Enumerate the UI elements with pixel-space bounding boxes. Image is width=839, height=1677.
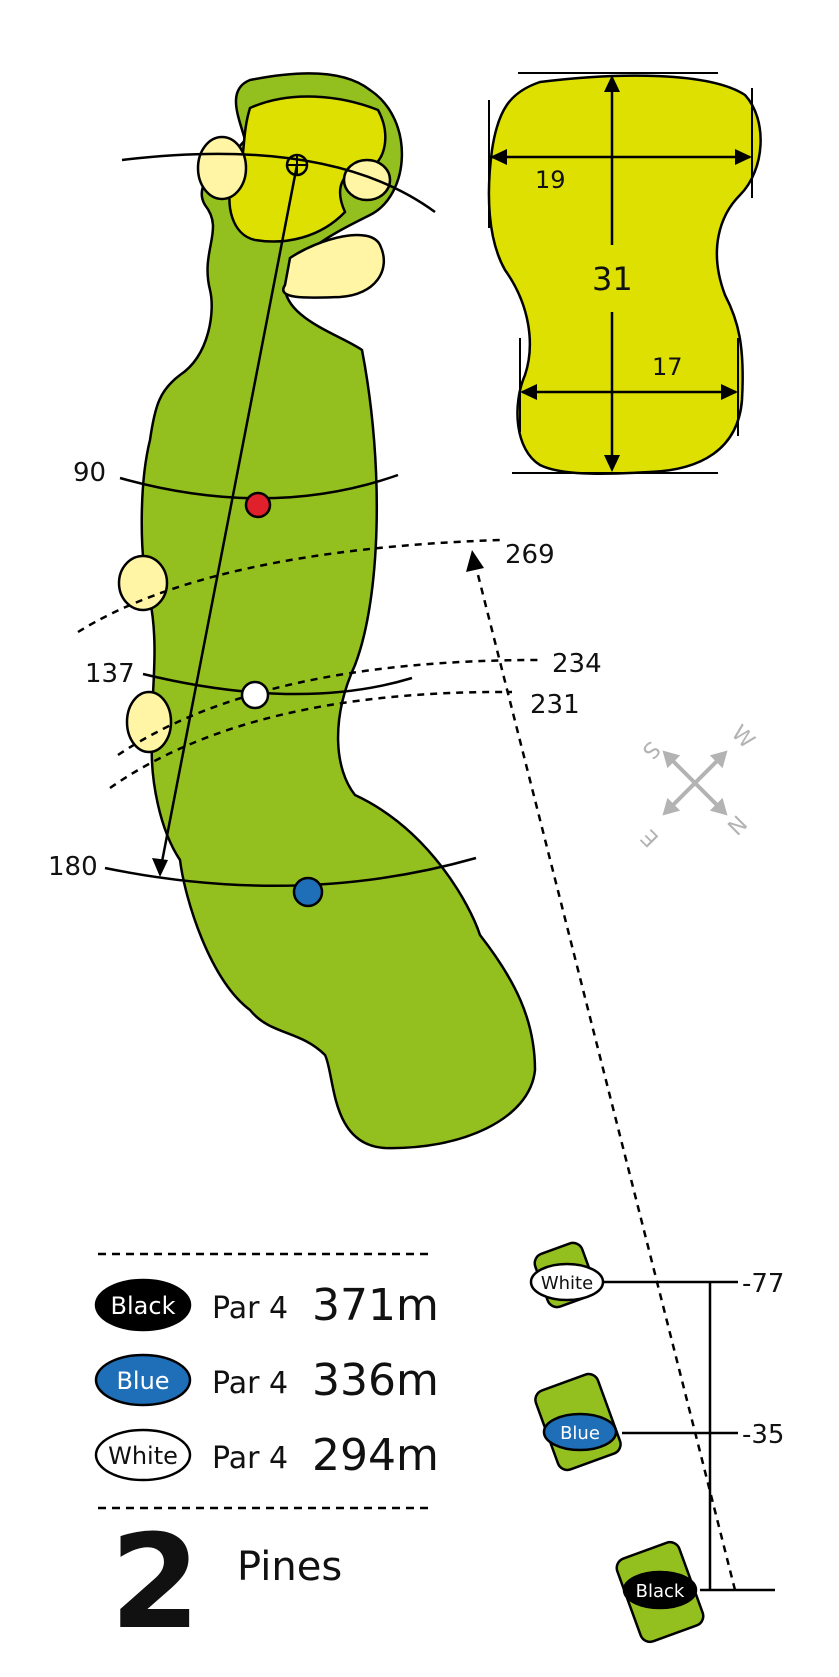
legend-length-blue: 336m [312, 1355, 439, 1406]
green-width-back: 17 [652, 353, 683, 381]
compass-e: E [637, 824, 665, 852]
green-detail: 19 31 17 [487, 72, 762, 475]
bunker [282, 233, 386, 299]
play-line-arrowhead [152, 858, 168, 877]
bunker [196, 135, 248, 201]
marker-white [240, 680, 270, 710]
offset-blue: -35 [742, 1420, 784, 1450]
dist-234: 234 [552, 649, 602, 679]
bunker [125, 690, 173, 754]
dist-231: 231 [530, 690, 580, 720]
tee-marker-white [529, 1262, 605, 1302]
green-width-front: 19 [535, 166, 566, 194]
dist-137: 137 [85, 659, 135, 689]
offset-white: -77 [742, 1269, 784, 1299]
legend-par-white: Par 4 [212, 1441, 288, 1476]
compass-s: S [637, 736, 665, 764]
fairway [140, 72, 537, 1150]
dist-90: 90 [73, 458, 106, 488]
dist-180: 180 [48, 852, 98, 882]
drive-line-arrowhead [466, 550, 484, 572]
tee-marker-blue-label: Blue [560, 1423, 600, 1444]
legend-length-black: 371m [312, 1280, 439, 1331]
marker-red [244, 491, 272, 519]
legend-row-white: White Par 4 294m [94, 1428, 439, 1482]
legend-tee-white: White [108, 1442, 178, 1470]
legend-row-black: Black Par 4 371m [94, 1278, 439, 1332]
green-length: 31 [592, 260, 633, 298]
compass-icon [662, 750, 728, 816]
legend-row-blue: Blue Par 4 336m [94, 1353, 439, 1407]
arc-137 [142, 672, 413, 696]
arc-269 [77, 538, 501, 634]
bunker [117, 554, 169, 612]
legend-tee-black: Black [111, 1292, 176, 1320]
dist-269: 269 [505, 540, 555, 570]
compass-n: N [724, 812, 753, 841]
marker-blue [292, 876, 324, 908]
legend-par-black: Par 4 [212, 1291, 288, 1326]
legend-tee-blue: Blue [116, 1367, 169, 1395]
tee-marker-black-label: Black [636, 1581, 685, 1602]
arc-green [121, 152, 436, 214]
green-shape [487, 74, 762, 475]
compass-w: W [726, 721, 759, 754]
hole-number: 2 [110, 1506, 200, 1658]
play-line [158, 164, 299, 873]
tee-marker-black [622, 1570, 698, 1610]
tee-marker-blue [542, 1412, 618, 1452]
tee-marker-white-label: White [541, 1273, 593, 1294]
arc-231 [109, 690, 513, 790]
hole-name: Pines [237, 1544, 342, 1590]
legend-length-white: 294m [312, 1430, 439, 1481]
bunker [342, 158, 392, 202]
legend-par-blue: Par 4 [212, 1366, 288, 1401]
